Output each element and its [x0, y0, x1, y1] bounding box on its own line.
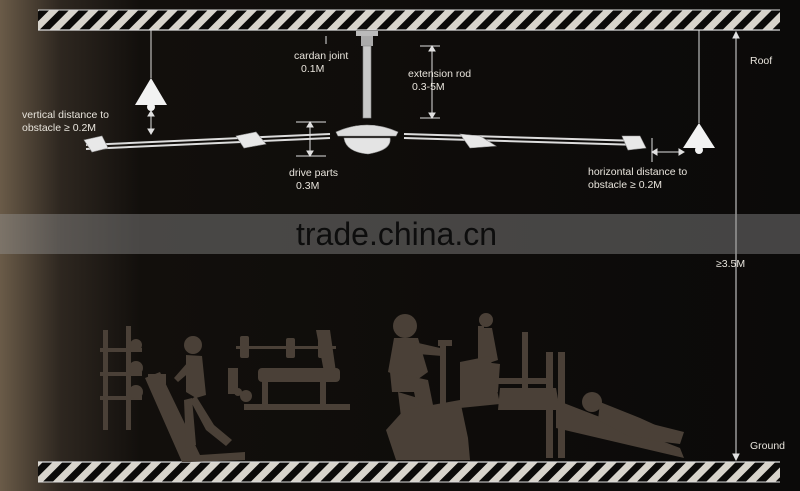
cardan-joint-value: 0.1M	[301, 63, 325, 75]
drive-parts-value: 0.3M	[296, 180, 320, 192]
horizontal-distance-label-line2: obstacle ≥ 0.2M	[588, 179, 663, 191]
drive-parts-label: drive parts	[289, 167, 339, 179]
horizontal-distance-label-line1: horizontal distance to	[588, 166, 688, 178]
fan-motor-hub	[335, 124, 399, 155]
height-label: ≥3.5M	[716, 258, 746, 270]
ground-label: Ground	[750, 440, 786, 452]
barbell-bench	[228, 330, 350, 410]
extension-rod-value: 0.3-5M	[412, 81, 445, 93]
gym-equipment-silhouettes	[100, 313, 684, 462]
dimension-lines	[147, 30, 740, 462]
watermark-text: trade.china.cn	[296, 216, 498, 252]
extension-rod-label: extension rod	[408, 68, 472, 80]
weight-rack	[100, 326, 143, 430]
exercise-bike-rider	[386, 314, 470, 460]
floor-slab	[38, 461, 780, 483]
fan-mount	[356, 31, 378, 119]
elliptical-machine	[460, 313, 560, 410]
treadmill-runner	[145, 336, 245, 462]
incline-bench-person	[546, 352, 684, 458]
ceiling-slab	[38, 9, 780, 31]
fan-blades	[83, 131, 647, 153]
right-pendant-lamp	[683, 30, 715, 154]
left-pendant-lamp	[135, 30, 167, 111]
roof-label: Roof	[750, 55, 773, 67]
vertical-distance-label-line1: vertical distance to	[22, 109, 109, 121]
vertical-distance-label-line2: obstacle ≥ 0.2M	[22, 122, 97, 134]
watermark-band	[0, 214, 800, 254]
cardan-joint-label: cardan joint	[294, 50, 349, 62]
